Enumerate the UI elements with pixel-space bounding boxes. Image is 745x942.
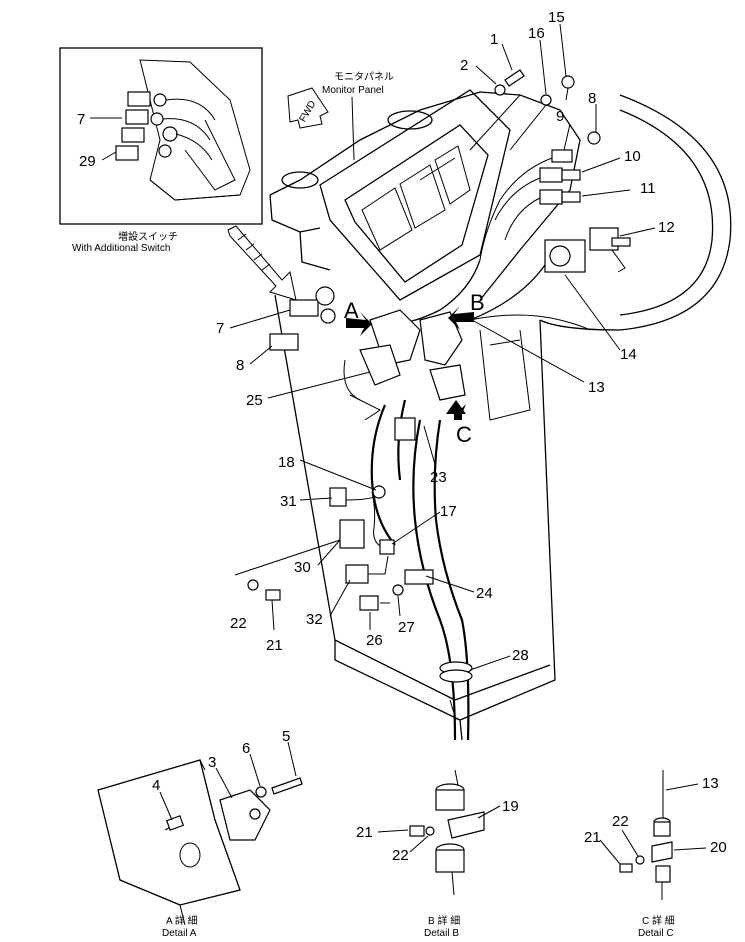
detail-a <box>97 759 303 926</box>
bolt-1 <box>504 69 525 87</box>
callout-28: 28 <box>512 647 529 664</box>
bolt-15 <box>561 75 575 101</box>
washer-27 <box>392 584 404 596</box>
detail-a-label-en: Detail A <box>162 928 197 939</box>
callout-2: 2 <box>460 57 468 74</box>
console-body <box>269 89 732 741</box>
callout-3: 3 <box>208 754 216 771</box>
fwd-arrow <box>287 87 329 129</box>
washer-16 <box>540 94 552 106</box>
callout-19: 19 <box>502 798 519 815</box>
detail-b-label-jp: B 詳 細 <box>428 914 460 927</box>
switch-11 <box>539 189 581 205</box>
additional-switch-label-en: With Additional Switch <box>72 243 170 254</box>
callout-7-inset: 7 <box>77 111 85 128</box>
callout-7: 7 <box>216 320 224 337</box>
fwd-label: FWD <box>298 99 319 124</box>
callout-20: 20 <box>710 839 727 856</box>
leader-lines <box>159 23 707 865</box>
callout-6: 6 <box>242 740 250 757</box>
detail-c-label-jp: C 詳 細 <box>642 914 675 927</box>
callout-32: 32 <box>306 611 323 628</box>
additional-switch-label-jp: 増設スイッチ <box>118 230 178 243</box>
callout-15: 15 <box>548 9 565 26</box>
callout-22-b: 22 <box>392 847 409 864</box>
detail-b <box>409 769 485 896</box>
callout-12: 12 <box>658 219 675 236</box>
callout-5: 5 <box>282 728 290 745</box>
callout-25: 25 <box>246 392 263 409</box>
callout-1: 1 <box>490 31 498 48</box>
switch-9 <box>551 149 573 163</box>
callout-17: 17 <box>440 503 457 520</box>
monitor-panel-label-jp: モニタパネル <box>334 71 394 83</box>
callout-22: 22 <box>230 615 247 632</box>
callout-21: 21 <box>266 637 283 654</box>
key-switch-12 <box>544 227 631 273</box>
view-arrow-b <box>448 306 474 330</box>
callout-24: 24 <box>476 585 493 602</box>
harness-block <box>343 309 466 421</box>
washer-22 <box>247 579 259 591</box>
callout-22-c: 22 <box>612 813 629 830</box>
additional-switch-inset <box>59 47 263 225</box>
callout-13: 13 <box>588 379 605 396</box>
callout-8-top: 8 <box>588 90 596 107</box>
washer-2 <box>494 84 506 96</box>
monitor-panel-label-en: Monitor Panel <box>322 85 384 96</box>
callout-26: 26 <box>366 632 383 649</box>
nut-8-left <box>269 308 336 351</box>
switch-7 <box>289 286 335 317</box>
callout-13-c: 13 <box>702 775 719 792</box>
detail-c-label-en: Detail C <box>638 928 674 939</box>
callout-30: 30 <box>294 559 311 576</box>
callout-4: 4 <box>152 777 160 794</box>
detail-a-label-jp: A 詳 細 <box>166 914 198 927</box>
callout-8-left: 8 <box>236 357 244 374</box>
connector-32 <box>345 555 389 584</box>
callout-27: 27 <box>398 619 415 636</box>
callout-23: 23 <box>430 469 447 486</box>
callout-9: 9 <box>556 108 564 125</box>
detail-b-label-en: Detail B <box>424 928 459 939</box>
view-label-b: B <box>470 290 485 315</box>
callout-16: 16 <box>528 25 545 42</box>
view-arrow-c <box>446 400 466 420</box>
harness-pipe <box>370 399 473 741</box>
connector-17 <box>379 539 395 555</box>
monitor-panel-leader <box>351 96 355 161</box>
switch-10 <box>539 167 581 183</box>
relay-30 <box>329 487 386 549</box>
clip-18 <box>372 485 386 499</box>
callout-21-b: 21 <box>356 824 373 841</box>
view-arrow-a <box>346 312 372 336</box>
view-label-a: A <box>344 298 359 323</box>
detail-c <box>619 770 673 900</box>
view-label-c: C <box>456 422 472 447</box>
callout-21-c: 21 <box>584 829 601 846</box>
bolt-21 <box>265 589 281 631</box>
bolt-26 <box>359 595 390 611</box>
callout-29: 29 <box>79 153 96 170</box>
inset-pointer-arrow <box>227 225 297 301</box>
callout-31: 31 <box>280 493 297 510</box>
callout-10: 10 <box>624 148 641 165</box>
callout-18: 18 <box>278 454 295 471</box>
nut-8-top <box>587 131 601 145</box>
callout-14: 14 <box>620 346 637 363</box>
callout-11: 11 <box>640 180 656 197</box>
